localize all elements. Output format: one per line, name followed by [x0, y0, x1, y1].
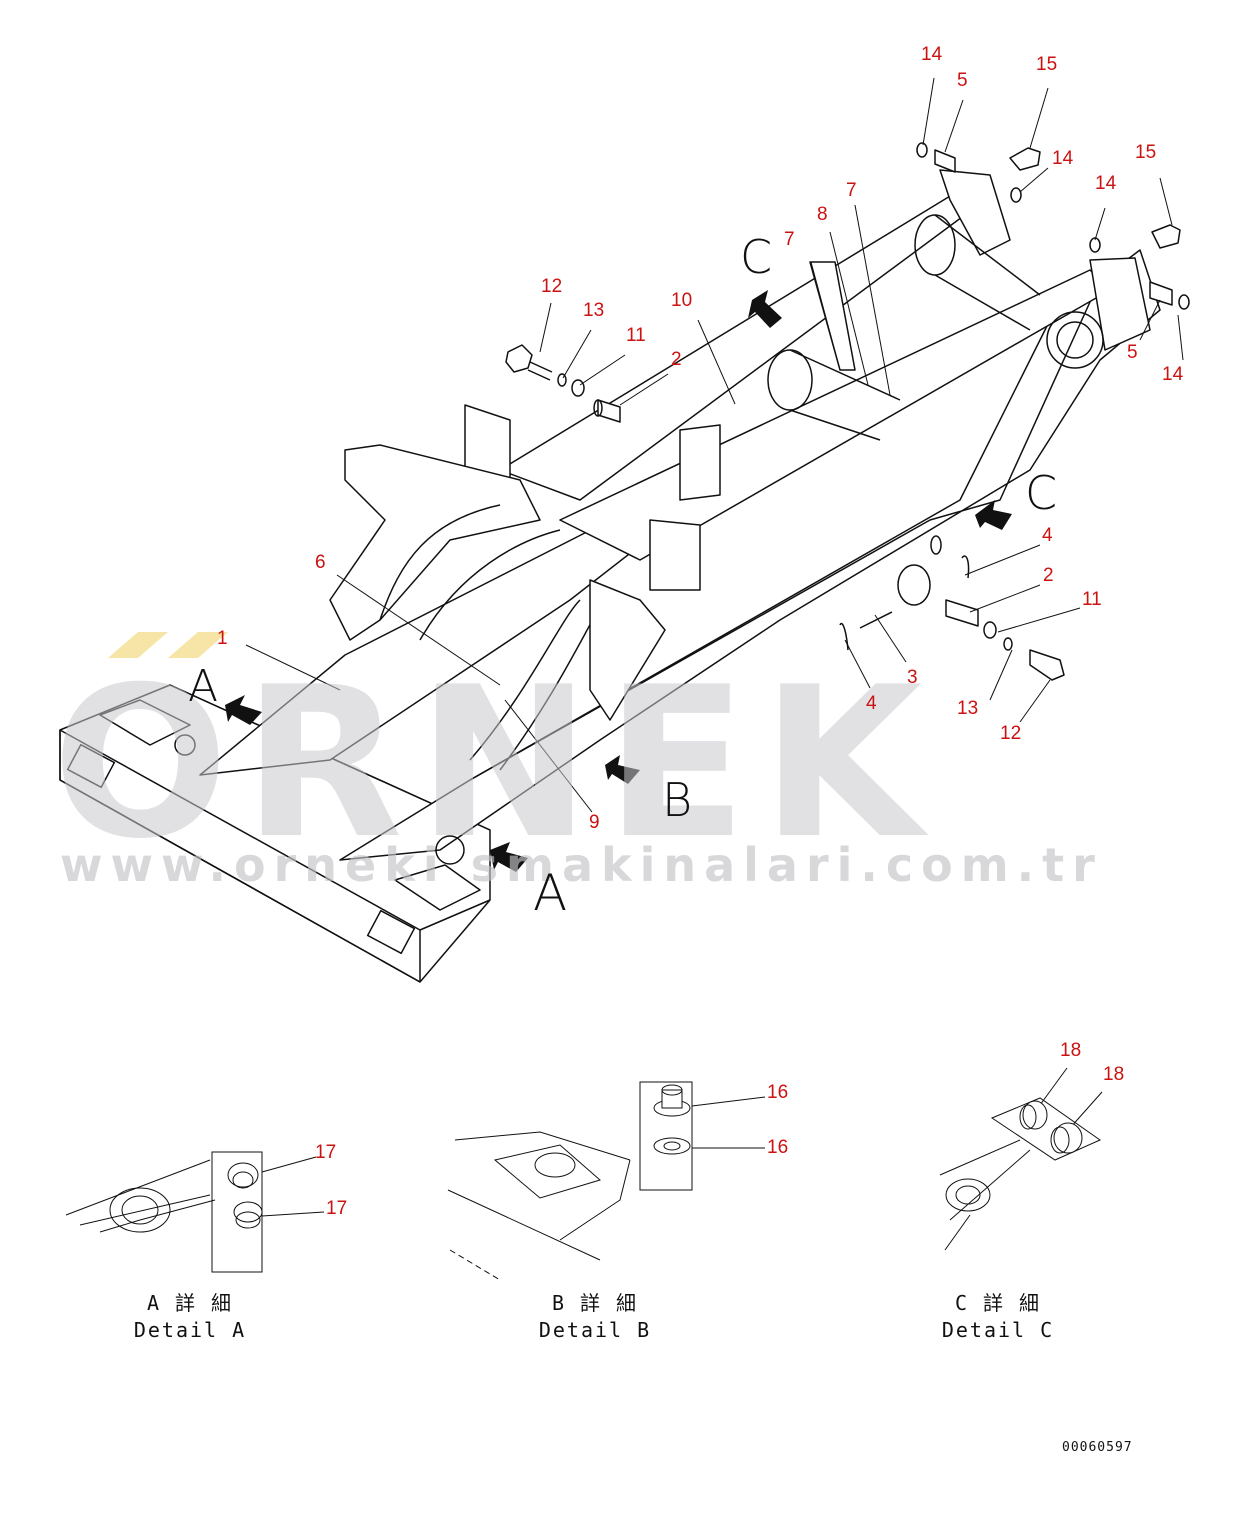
callout-16: 16 [767, 1137, 789, 1158]
callout-2: 2 [671, 349, 682, 370]
front-pivot-right [1089, 257, 1151, 351]
callout-16: 16 [767, 1082, 789, 1103]
callout-15: 15 [1135, 142, 1157, 163]
callout-14: 14 [1162, 364, 1184, 385]
view-letter-a: A [188, 661, 219, 712]
front-pivot-left [939, 169, 1011, 256]
callout-5: 5 [957, 70, 968, 91]
callout-9: 9 [589, 812, 600, 833]
callout-15: 15 [1036, 54, 1058, 75]
callout-3: 3 [907, 667, 918, 688]
callout-10: 10 [671, 290, 693, 311]
detail-b-jp-label: B 詳 細 [551, 1291, 639, 1315]
callout-14: 14 [921, 44, 943, 65]
detail-b-caption: B 詳 細 Detail B [525, 1290, 665, 1344]
callout-17: 17 [326, 1198, 348, 1219]
callout-7: 7 [784, 229, 795, 250]
callout-18: 18 [1060, 1040, 1082, 1061]
callout-17: 17 [315, 1142, 337, 1163]
callout-11: 11 [1082, 589, 1102, 610]
detail-b-en-label: Detail B [538, 1318, 652, 1342]
callout-11: 11 [626, 325, 646, 346]
detail-a-en-label: Detail A [133, 1318, 247, 1342]
callout-13: 13 [583, 300, 605, 321]
watermark-brand: ORNEK [52, 643, 937, 885]
detail-b-sketch [447, 1081, 693, 1281]
view-letter-b: B [662, 773, 693, 827]
detail-a-jp-label: A 詳 細 [146, 1291, 234, 1315]
callout-14: 14 [1052, 148, 1074, 169]
detail-c-jp-label: C 詳 細 [954, 1291, 1042, 1315]
right-side-rail [339, 249, 1161, 861]
callout-12: 12 [541, 276, 563, 297]
view-letter-a: A [533, 864, 568, 922]
callout-13: 13 [957, 698, 979, 719]
callout-1: 1 [217, 628, 228, 649]
detail-a-sketch [65, 1151, 263, 1273]
callout-14: 14 [1095, 173, 1117, 194]
view-letter-c: C [740, 230, 773, 284]
callout-7: 7 [846, 180, 857, 201]
detail-c-sketch [939, 1097, 1102, 1251]
callout-6: 6 [315, 552, 326, 573]
callout-2: 2 [1043, 565, 1054, 586]
callout-12: 12 [1000, 723, 1022, 744]
watermark-url: www.orneki smakinalari.com.tr [60, 838, 1103, 892]
callout-4: 4 [1042, 525, 1053, 546]
detail-c-en-label: Detail C [941, 1318, 1055, 1342]
detail-a-caption: A 詳 細 Detail A [120, 1290, 260, 1344]
view-letter-c: C [1025, 466, 1058, 520]
callout-5: 5 [1127, 342, 1138, 363]
callout-4: 4 [866, 693, 877, 714]
drawing-number: 00060597 [1062, 1440, 1133, 1455]
callout-18: 18 [1103, 1064, 1125, 1085]
detail-c-caption: C 詳 細 Detail C [928, 1290, 1068, 1344]
callout-8: 8 [817, 204, 828, 225]
